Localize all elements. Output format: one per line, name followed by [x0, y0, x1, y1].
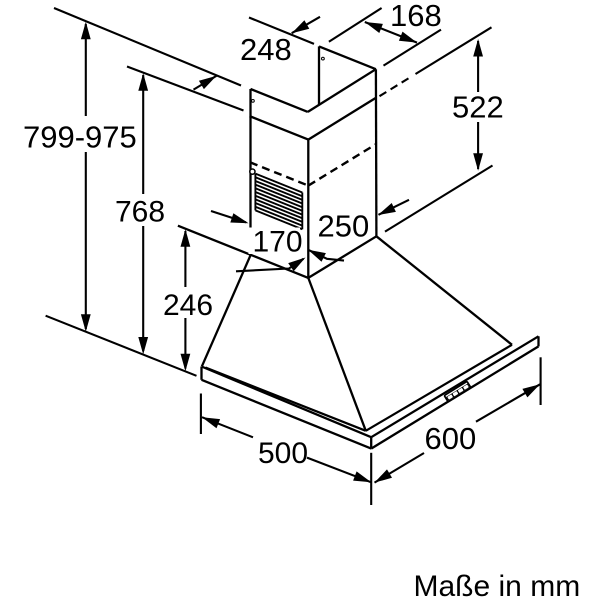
svg-text:248: 248: [240, 32, 292, 67]
svg-text:250: 250: [318, 209, 370, 244]
svg-text:170: 170: [253, 226, 303, 259]
svg-text:522: 522: [452, 90, 504, 125]
svg-text:799-975: 799-975: [23, 120, 137, 155]
svg-text:500: 500: [258, 437, 308, 470]
svg-text:768: 768: [115, 196, 165, 229]
svg-text:600: 600: [425, 421, 477, 456]
svg-text:246: 246: [163, 289, 213, 322]
svg-text:Maße in mm: Maße in mm: [414, 570, 581, 600]
svg-text:168: 168: [390, 0, 442, 33]
